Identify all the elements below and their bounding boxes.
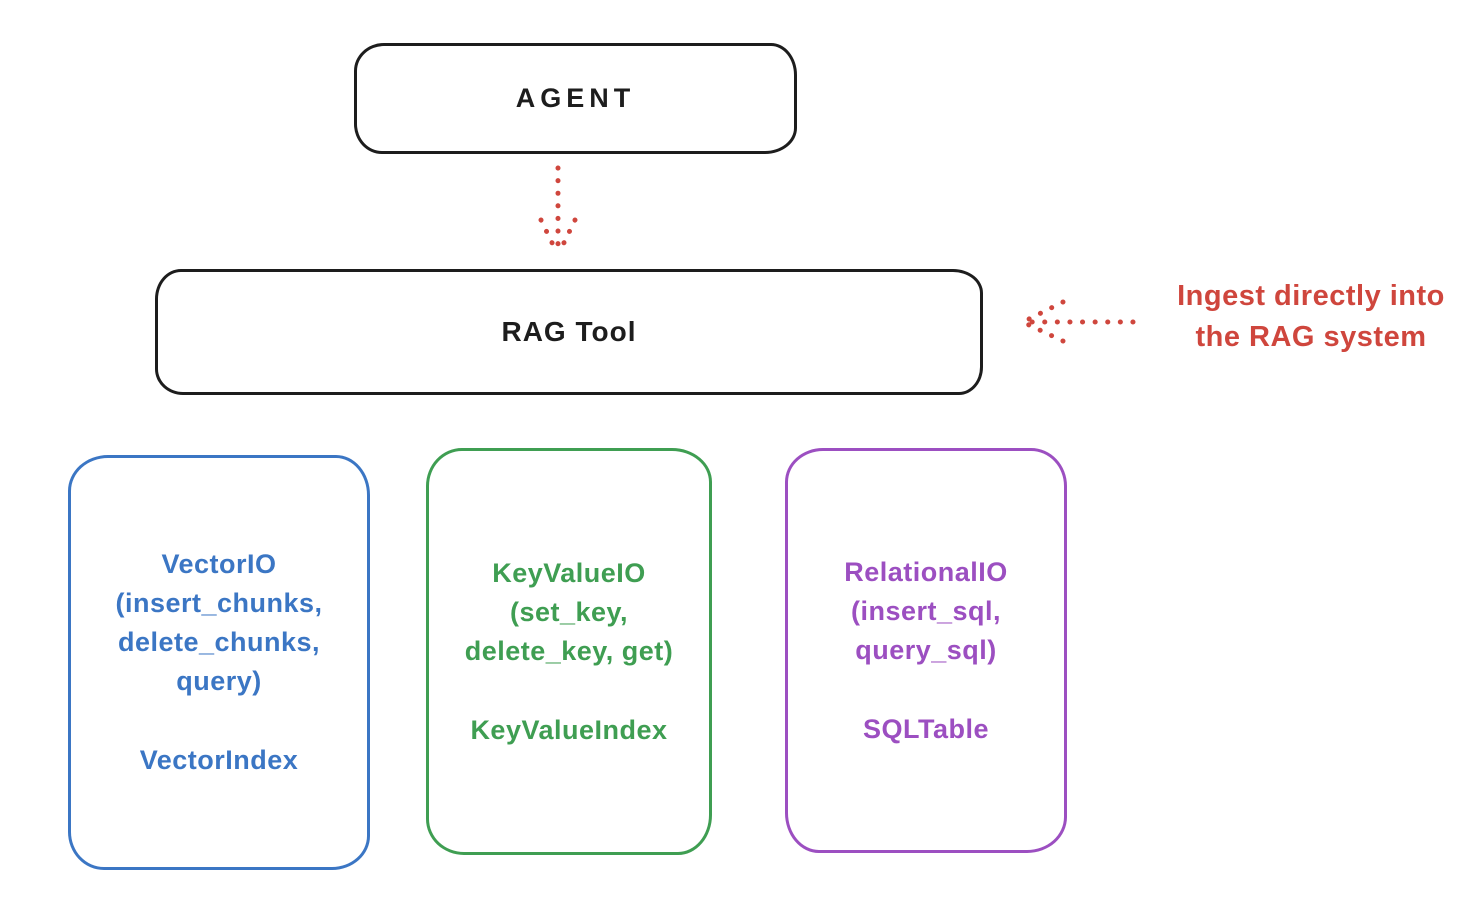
relational-io-box: RelationalIO (insert_sql, query_sql) SQL…: [785, 448, 1067, 853]
agent-box: AGENT: [354, 43, 797, 154]
keyvalue-io-line: (set_key,: [509, 596, 629, 627]
ingest-annotation-arrow: [1024, 299, 1136, 344]
keyvalue-io-content: KeyValueIO (set_key, delete_key, get) Ke…: [465, 451, 674, 852]
keyvalue-io-box: KeyValueIO (set_key, delete_key, get) Ke…: [426, 448, 712, 855]
relational-io-line: (insert_sql,: [850, 595, 1002, 626]
vector-io-line: VectorIO: [161, 549, 277, 579]
vector-io-box: VectorIO (insert_chunks, delete_chunks, …: [68, 455, 370, 870]
agent-label: AGENT: [515, 83, 636, 113]
keyvalue-io-title: KeyValueIO (set_key, delete_key, get): [465, 554, 674, 671]
keyvalue-io-line: delete_key, get): [464, 635, 674, 666]
vector-index-label: VectorIndex: [139, 745, 299, 775]
keyvalue-index-label: KeyValueIndex: [470, 714, 668, 745]
ingest-annotation-line1: Ingest directly into: [1177, 280, 1445, 312]
vector-io-line: (insert_chunks,: [115, 588, 323, 618]
agent-to-ragtool-arrow: [538, 165, 578, 256]
keyvalue-io-line: KeyValueIO: [492, 557, 646, 588]
sql-table-label: SQLTable: [862, 713, 989, 744]
relational-io-line: RelationalIO: [844, 556, 1008, 587]
rag-tool-label: RAG Tool: [501, 316, 637, 347]
relational-io-line: query_sql): [855, 634, 997, 665]
relational-io-content: RelationalIO (insert_sql, query_sql) SQL…: [844, 451, 1008, 850]
vector-io-line: delete_chunks,: [117, 627, 321, 657]
rag-tool-box: RAG Tool: [155, 269, 983, 395]
ingest-annotation: Ingest directly into the RAG system: [1138, 276, 1484, 358]
vector-io-line: query): [176, 666, 262, 696]
vector-io-title: VectorIO (insert_chunks, delete_chunks, …: [115, 545, 322, 701]
ingest-annotation-line2: the RAG system: [1195, 321, 1427, 353]
vector-io-content: VectorIO (insert_chunks, delete_chunks, …: [115, 458, 322, 867]
relational-io-title: RelationalIO (insert_sql, query_sql): [844, 553, 1008, 670]
